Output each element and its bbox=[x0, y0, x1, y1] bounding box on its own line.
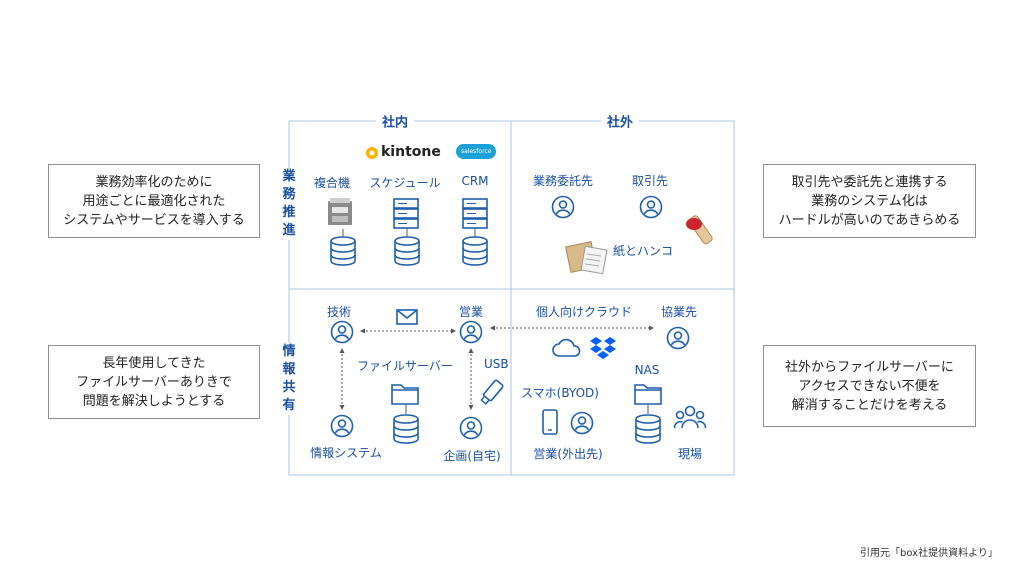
header-external: 社外 bbox=[600, 111, 640, 131]
row-label-sharing: 情報共有 bbox=[281, 343, 297, 415]
label-usb: USB bbox=[484, 357, 509, 371]
label-copier: 複合機 bbox=[313, 176, 351, 190]
citation: 引用元「box社提供資料より」 bbox=[860, 548, 998, 559]
dropbox-icon bbox=[590, 337, 616, 359]
label-site: 現場 bbox=[677, 447, 703, 461]
folder-icon-nas bbox=[634, 384, 662, 405]
label-contractor: 業務委託先 bbox=[532, 174, 594, 188]
group-icon-site bbox=[673, 405, 707, 429]
server-icon-crm bbox=[462, 198, 488, 229]
label-partner: 取引先 bbox=[631, 174, 669, 188]
label-fileserver: ファイルサーバー bbox=[357, 359, 453, 373]
label-crm: CRM bbox=[461, 174, 489, 188]
mail-icon bbox=[396, 309, 418, 325]
folder-icon-fileserver bbox=[391, 384, 419, 405]
box-bottom-right: 社外からファイルサーバーにアクセスできない不便を解消することだけを考える bbox=[763, 345, 976, 427]
copier-icon bbox=[328, 198, 352, 225]
label-sales: 営業 bbox=[458, 305, 484, 319]
kintone-logo-icon bbox=[366, 147, 378, 159]
row-label-business: 業務推進 bbox=[281, 168, 297, 240]
person-icon-contractor bbox=[551, 195, 575, 219]
box-top-right: 取引先や委託先と連携する業務のシステム化はハードルが高いのであきらめる bbox=[763, 164, 976, 238]
label-byod: スマホ(BYOD) bbox=[521, 386, 599, 400]
person-icon-sales-outside bbox=[570, 411, 594, 435]
database-icon-schedule bbox=[394, 229, 420, 266]
database-icon-copier bbox=[330, 229, 356, 266]
label-nas: NAS bbox=[634, 363, 660, 377]
label-planning: 企画(自宅) bbox=[443, 449, 501, 463]
box-bottom-left: 長年使用してきたファイルサーバーありきで問題を解決しようとする bbox=[48, 345, 260, 419]
smartphone-icon bbox=[542, 409, 558, 435]
salesforce-logo: salesforce bbox=[456, 144, 497, 159]
label-cloud: 個人向けクラウド bbox=[535, 305, 633, 319]
kintone-logo-text: kintone bbox=[381, 144, 441, 160]
usb-icon bbox=[480, 379, 504, 405]
label-collab: 協業先 bbox=[660, 305, 698, 319]
database-icon-nas bbox=[635, 405, 661, 444]
paper-envelope-icon bbox=[564, 240, 608, 275]
label-tech: 技術 bbox=[326, 305, 352, 319]
database-icon-crm bbox=[462, 229, 488, 266]
person-icon-sales bbox=[459, 320, 483, 344]
label-schedule: スケジュール bbox=[369, 176, 441, 190]
box-top-left: 業務効率化のために用途ごとに最適化されたシステムやサービスを導入する bbox=[48, 164, 260, 238]
stamp-icon bbox=[686, 215, 713, 245]
person-icon-infosys bbox=[330, 414, 354, 438]
person-icon-planning bbox=[459, 416, 483, 440]
person-icon-tech bbox=[330, 320, 354, 344]
server-icon-schedule bbox=[393, 198, 419, 229]
cloud-icon bbox=[552, 338, 581, 357]
database-icon-fileserver bbox=[393, 405, 419, 444]
person-icon-collab bbox=[666, 326, 690, 350]
label-paper-stamp: 紙とハンコ bbox=[613, 244, 674, 258]
person-icon-partner bbox=[639, 195, 663, 219]
label-sales-outside: 営業(外出先) bbox=[533, 447, 603, 461]
header-internal: 社内 bbox=[375, 111, 415, 131]
label-infosys: 情報システム bbox=[310, 446, 382, 460]
